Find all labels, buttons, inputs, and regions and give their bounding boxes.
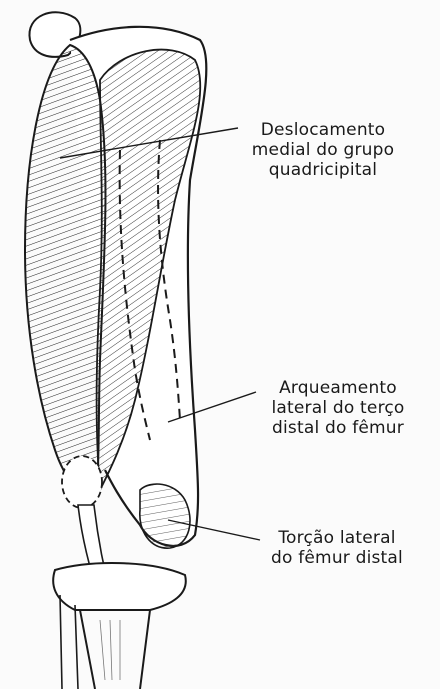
- label-line: Torção lateral: [252, 528, 422, 548]
- label-medial-displacement: Deslocamento medial do grupo quadricipit…: [228, 120, 418, 180]
- label-lateral-bowing: Arqueamento lateral do terço distal do f…: [248, 378, 428, 438]
- label-line: do fêmur distal: [252, 548, 422, 568]
- vastus-lateralis-muscle: [25, 45, 105, 500]
- tibia-plateau: [53, 563, 186, 610]
- label-lateral-torsion: Torção lateral do fêmur distal: [252, 528, 422, 568]
- tibia-shaft: [80, 610, 150, 689]
- tibia-shading: [100, 620, 120, 680]
- label-line: Deslocamento: [228, 120, 418, 140]
- patella-outline: [62, 456, 102, 508]
- label-line: lateral do terço: [248, 398, 428, 418]
- label-line: medial do grupo: [228, 140, 418, 160]
- label-line: Arqueamento: [248, 378, 428, 398]
- fibula: [60, 595, 78, 689]
- label-line: distal do fêmur: [248, 418, 428, 438]
- label-line: quadricipital: [228, 160, 418, 180]
